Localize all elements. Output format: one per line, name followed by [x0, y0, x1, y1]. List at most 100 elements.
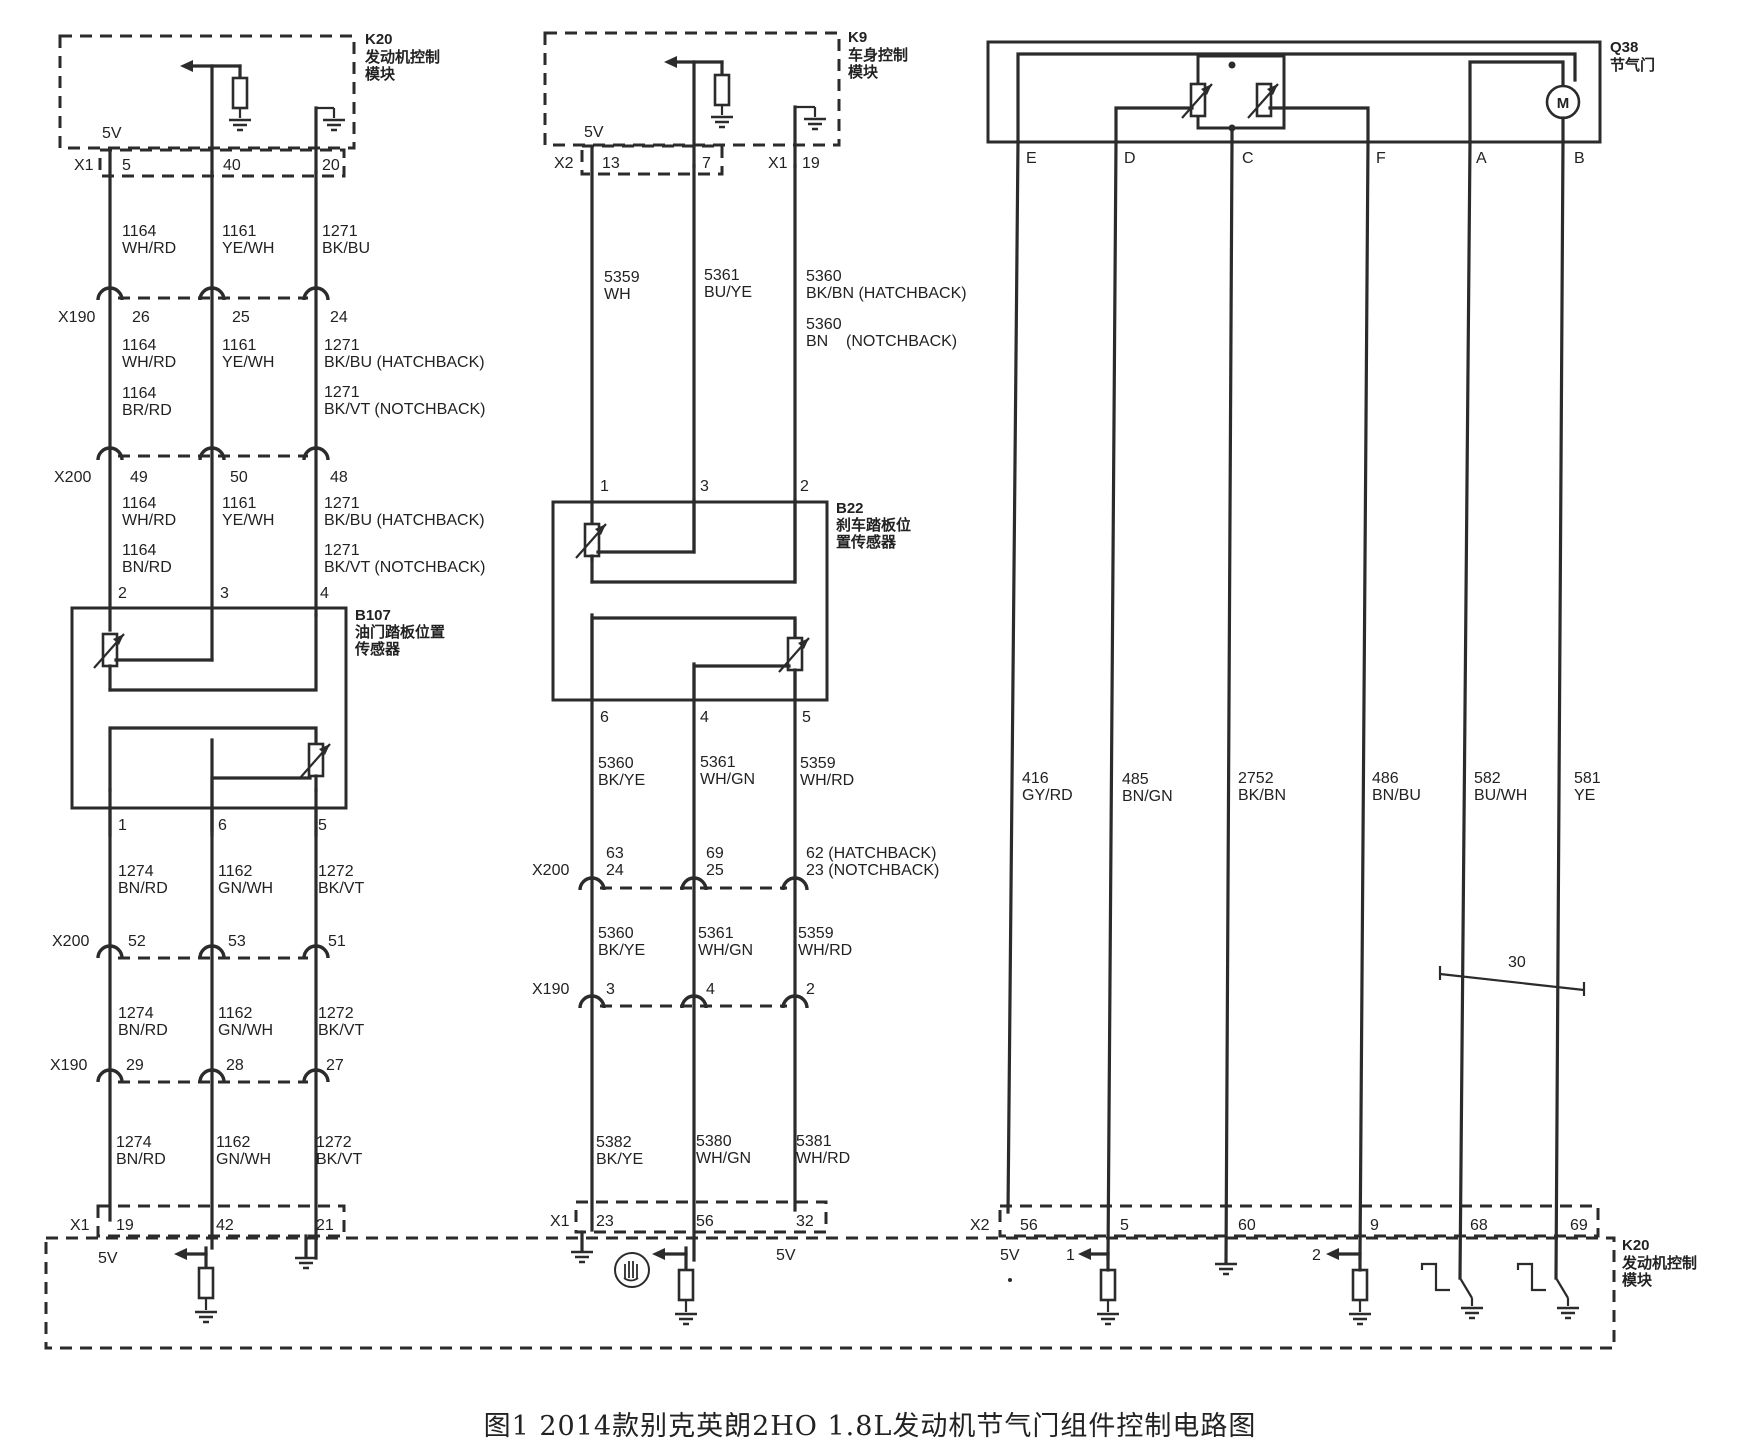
svg-text:X1: X1 [550, 1213, 570, 1230]
k20-top-name: 发动机控制 [364, 48, 440, 66]
left-seg6-labels: 1274 BN/RD 1162 GN/WH 1272 BK/VT [116, 1134, 362, 1168]
svg-text:BR/RD: BR/RD [122, 402, 172, 419]
svg-text:YE: YE [1574, 787, 1595, 804]
svg-text:4: 4 [700, 709, 709, 726]
svg-text:13: 13 [602, 155, 620, 172]
svg-text:X2: X2 [554, 155, 574, 172]
svg-text:5V: 5V [776, 1247, 796, 1264]
svg-text:1162: 1162 [216, 1134, 251, 1151]
svg-text:BU/WH: BU/WH [1474, 787, 1527, 804]
svg-text:1271: 1271 [324, 337, 360, 354]
svg-text:X200: X200 [52, 933, 89, 950]
middle-seg1-labels: 5359 WH 5361 BU/YE 5360 BK/BN (HATCHBACK… [604, 267, 967, 350]
svg-text:1271: 1271 [324, 495, 360, 512]
svg-text:BK/VT: BK/VT [318, 880, 364, 897]
svg-text:1161: 1161 [222, 495, 257, 512]
svg-text:23 (NOTCHBACK): 23 (NOTCHBACK) [806, 862, 939, 879]
svg-text:63: 63 [606, 845, 624, 862]
svg-text:5V: 5V [1000, 1247, 1020, 1264]
svg-text:1271: 1271 [324, 542, 360, 559]
svg-text:BN/RD: BN/RD [118, 880, 168, 897]
signal-arrow-icon [652, 1248, 665, 1260]
svg-text:BN/RD: BN/RD [116, 1151, 166, 1168]
pullup-resistor-icon [713, 73, 731, 107]
svg-text:BK/VT: BK/VT [318, 1022, 364, 1039]
svg-text:WH/GN: WH/GN [700, 771, 755, 788]
svg-text:4: 4 [706, 981, 715, 998]
svg-text:7: 7 [702, 155, 711, 172]
ground-icon [1347, 1312, 1373, 1326]
svg-text:1271: 1271 [322, 223, 358, 240]
svg-text:K20: K20 [1622, 1237, 1650, 1254]
svg-text:5361: 5361 [698, 925, 734, 942]
signal-arrow-icon [1326, 1248, 1339, 1260]
svg-text:62 (HATCHBACK): 62 (HATCHBACK) [806, 845, 936, 862]
svg-text:1161: 1161 [222, 223, 257, 240]
svg-text:X190: X190 [532, 981, 569, 998]
b107-accelerator-pedal-sensor: 2 3 4 B107 油门踏板位置 传感器 1 6 5 [70, 585, 445, 834]
svg-text:B107: B107 [355, 607, 391, 624]
pullup-resistor-icon [1099, 1268, 1117, 1302]
svg-text:2: 2 [1312, 1247, 1321, 1264]
svg-text:2: 2 [806, 981, 815, 998]
svg-text:2: 2 [118, 585, 127, 602]
svg-text:GN/WH: GN/WH [216, 1151, 271, 1168]
svg-text:1: 1 [118, 817, 127, 834]
svg-text:24: 24 [606, 862, 624, 879]
potentiometer-icon [298, 742, 332, 780]
svg-text:F: F [1376, 150, 1386, 167]
svg-text:WH: WH [604, 286, 631, 303]
svg-text:1164: 1164 [122, 337, 157, 354]
svg-text:1162: 1162 [218, 1005, 253, 1022]
svg-text:BK/BU (HATCHBACK): BK/BU (HATCHBACK) [324, 354, 485, 371]
potentiometer-icon [1180, 82, 1214, 120]
svg-text:1161: 1161 [222, 337, 257, 354]
svg-text:BK/BN: BK/BN [1238, 787, 1286, 804]
svg-text:WH/RD: WH/RD [122, 512, 176, 529]
b22-brake-pedal-sensor: 1 3 2 B22 刹车踏板位 置传感器 6 4 5 [551, 478, 911, 726]
svg-text:69: 69 [1570, 1217, 1588, 1234]
svg-text:5381: 5381 [796, 1133, 832, 1150]
signal-arrow-icon [174, 1248, 187, 1260]
svg-text:BK/BU (HATCHBACK): BK/BU (HATCHBACK) [324, 512, 485, 529]
svg-text:6: 6 [600, 709, 609, 726]
q38-throttle-body: Q38 节气门 M E D C F A B [986, 39, 1655, 167]
svg-text:49: 49 [130, 469, 148, 486]
svg-text:69: 69 [706, 845, 724, 862]
svg-text:5382: 5382 [596, 1134, 632, 1151]
svg-text:3: 3 [700, 478, 709, 495]
k20-top-module: K20 发动机控制 模块 5V X1 5 40 20 [58, 31, 440, 178]
x200-top-inline-connector: X200 49 50 48 [54, 446, 348, 486]
svg-text:53: 53 [228, 933, 246, 950]
svg-text:5V: 5V [98, 1250, 118, 1267]
twisted-pair-marker: 30 [1438, 954, 1586, 996]
middle-seg3-labels: 5360 BK/YE 5361 WH/GN 5359 WH/RD [598, 925, 852, 959]
left-seg1-labels: 1164 WH/RD 1161 YE/WH 1271 BK/BU [122, 223, 370, 257]
svg-text:1164: 1164 [122, 223, 157, 240]
svg-text:5: 5 [802, 709, 811, 726]
svg-text:5V: 5V [584, 124, 604, 141]
k9-body-control-module: K9 车身控制 模块 5V X2 X1 13 7 19 [543, 29, 908, 176]
svg-text:X1: X1 [70, 1217, 90, 1234]
svg-text:26: 26 [132, 309, 150, 326]
svg-text:刹车踏板位: 刹车踏板位 [836, 516, 911, 534]
svg-text:60: 60 [1238, 1217, 1256, 1234]
signal-arrow-icon [1078, 1248, 1091, 1260]
svg-text:5360: 5360 [806, 316, 842, 333]
driver-switch-icon [1420, 1262, 1485, 1320]
svg-text:GN/WH: GN/WH [218, 1022, 273, 1039]
svg-text:5: 5 [1120, 1217, 1129, 1234]
svg-text:1164: 1164 [122, 495, 157, 512]
figure-caption: 图1 2014款别克英朗2HO 1.8L发动机节气门组件控制电路图 [483, 1411, 1257, 1442]
svg-text:1271: 1271 [324, 384, 360, 401]
svg-text:C: C [1242, 150, 1254, 167]
pin-label: 5 [122, 157, 131, 174]
svg-text:5361: 5361 [704, 267, 740, 284]
svg-text:节气门: 节气门 [1610, 56, 1655, 74]
svg-text:5360: 5360 [598, 925, 634, 942]
svg-text:1: 1 [600, 478, 609, 495]
x190-middle-inline-connector: X190 3 4 2 [532, 981, 815, 1010]
svg-text:BN (NOTCHBACK): BN (NOTCHBACK) [806, 333, 957, 350]
svg-text:19: 19 [802, 155, 820, 172]
